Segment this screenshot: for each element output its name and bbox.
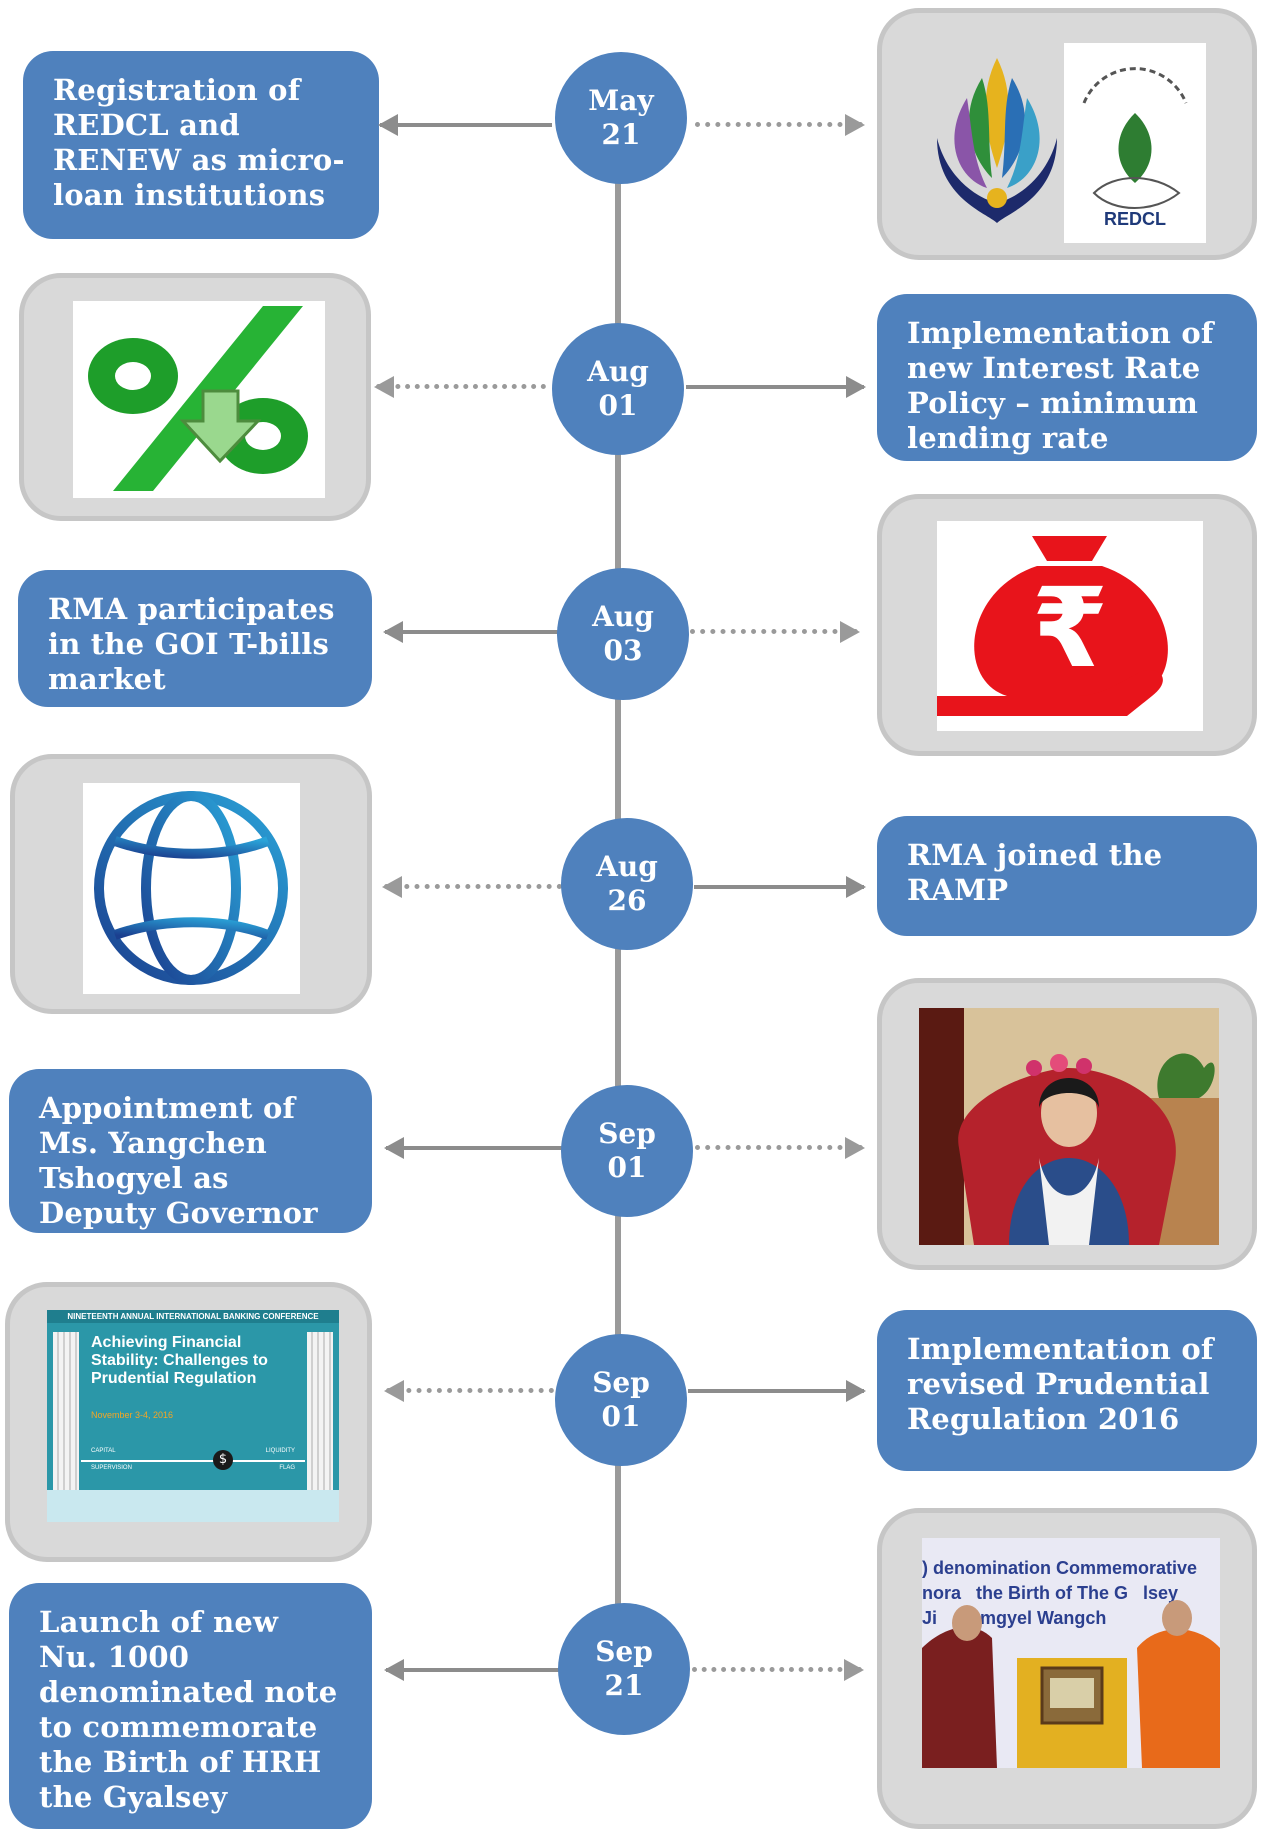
arrow-to-text-aug03 [383, 621, 558, 643]
waterline [47, 1490, 339, 1522]
arrow-to-text-sep01b [688, 1380, 866, 1402]
arrow-to-image-sep21 [692, 1659, 864, 1681]
date-day: 01 [598, 389, 638, 422]
rope-label-left: CAPITAL [91, 1448, 116, 1454]
date-day: 01 [607, 1151, 647, 1184]
coin-icon: $ [213, 1450, 233, 1470]
date-circle-aug01: Aug 01 [552, 323, 684, 455]
date-month: May [588, 84, 654, 117]
conference-title: Achieving Financial Stability: Challenge… [91, 1334, 268, 1387]
image-frame-sep01a [877, 978, 1257, 1270]
rope-label-left-2: SUPERVISION [91, 1465, 132, 1471]
date-circle-sep01b: Sep 01 [555, 1334, 687, 1466]
date-month: Sep [592, 1366, 650, 1399]
date-day: 21 [601, 118, 641, 151]
image-frame-may21: REDCL [877, 8, 1257, 260]
portrait-photo [919, 1008, 1219, 1245]
date-circle-sep21: Sep 21 [558, 1603, 690, 1735]
swan-logo [927, 38, 1067, 238]
event-text-sep01b: Implementation of revised Prudential Reg… [877, 1310, 1257, 1471]
date-circle-may21: May 21 [555, 52, 687, 184]
image-frame-sep21: ) denomination Commemorative nora the Bi… [877, 1508, 1257, 1829]
conference-header: NINETEENTH ANNUAL INTERNATIONAL BANKING … [47, 1310, 339, 1323]
rope-label-right-2: FLAG [279, 1465, 295, 1471]
arrow-to-image-may21 [695, 114, 865, 136]
arrow-to-text-aug26 [694, 876, 866, 898]
image-frame-aug26 [10, 754, 372, 1014]
percent-down-icon [73, 301, 325, 498]
event-text-aug01: Implementation of new Interest Rate Poli… [877, 294, 1257, 461]
image-frame-aug03: ₹ [877, 494, 1257, 756]
date-circle-aug26: Aug 26 [561, 818, 693, 950]
tightrope [81, 1460, 305, 1462]
svg-text:₹: ₹ [1032, 564, 1109, 692]
rupee-bag-icon: ₹ [937, 521, 1203, 731]
launch-photo: ) denomination Commemorative nora the Bi… [922, 1538, 1220, 1768]
event-text-aug26: RMA joined the RAMP [877, 816, 1257, 936]
event-text-sep01a: Appointment of Ms. Yangchen Tshogyel as … [9, 1069, 372, 1265]
rope-label-right: LIQUIDITY [265, 1448, 295, 1454]
globe-icon [83, 783, 300, 994]
arrow-to-text-sep21 [384, 1659, 559, 1681]
redcl-logo-text: REDCL [1104, 209, 1166, 229]
date-month: Aug [596, 850, 658, 883]
event-text-may21: Registration of REDCL and RENEW as micro… [23, 51, 379, 239]
arrow-to-text-sep01a [384, 1137, 564, 1159]
date-day: 03 [603, 634, 643, 667]
arrow-to-image-aug03 [690, 621, 860, 643]
arrow-to-image-aug01 [374, 376, 546, 398]
arrow-to-text-may21 [378, 114, 552, 136]
photo-banner-line1: ) denomination Commemorative [922, 1558, 1198, 1578]
arrow-to-image-aug26 [382, 876, 562, 898]
date-circle-aug03: Aug 03 [557, 568, 689, 700]
event-text-aug03: RMA participates in the GOI T-bills mark… [18, 570, 372, 707]
conference-date: November 3-4, 2016 [91, 1410, 174, 1420]
image-frame-aug01 [19, 273, 371, 521]
image-frame-sep01b: NINETEENTH ANNUAL INTERNATIONAL BANKING … [5, 1282, 372, 1562]
date-day: 01 [601, 1400, 641, 1433]
conference-banner: NINETEENTH ANNUAL INTERNATIONAL BANKING … [47, 1310, 339, 1522]
date-month: Sep [595, 1635, 653, 1668]
arrow-to-image-sep01a [695, 1137, 865, 1159]
date-month: Aug [587, 355, 649, 388]
event-text-sep21: Launch of new Nu. 1000 denominated note … [9, 1583, 372, 1829]
arrow-to-image-sep01b [384, 1380, 554, 1402]
photo-banner-line2: nora the Birth of The G lsey [922, 1583, 1179, 1603]
date-month: Sep [598, 1117, 656, 1150]
redcl-logo: REDCL [1064, 43, 1206, 243]
date-month: Aug [592, 600, 654, 633]
date-day: 21 [604, 1669, 644, 1702]
arrow-to-text-aug01 [686, 376, 866, 398]
date-day: 26 [607, 884, 647, 917]
date-circle-sep01a: Sep 01 [561, 1085, 693, 1217]
